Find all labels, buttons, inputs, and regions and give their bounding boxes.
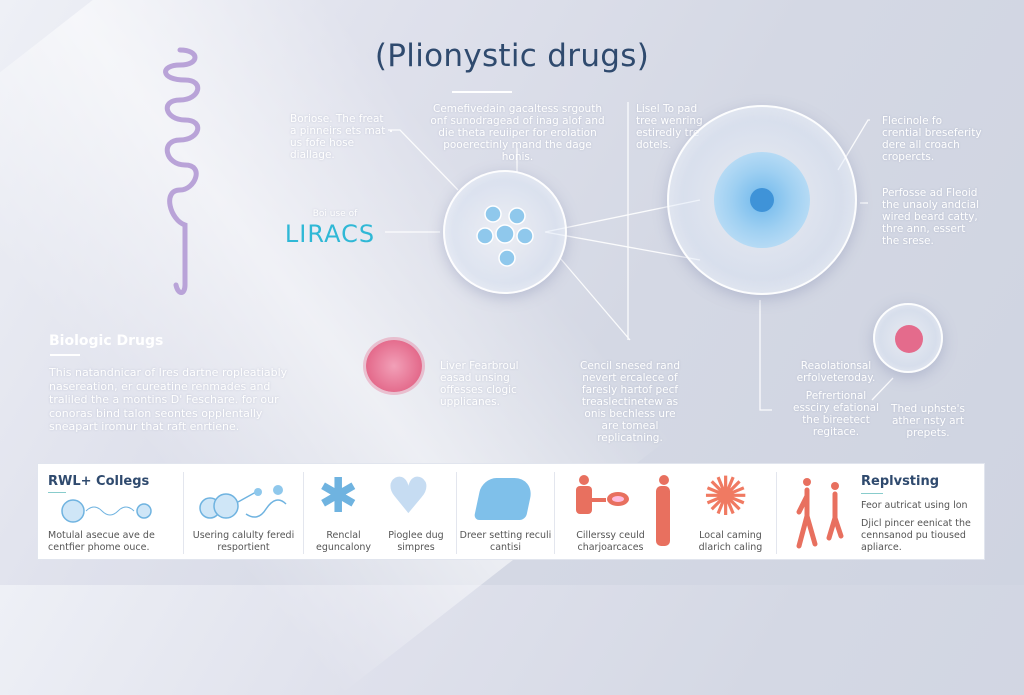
panel-left-caption: Motulal asecue ave de centfier phome ouc… xyxy=(48,530,155,553)
person-giving-pill-icon xyxy=(576,475,670,546)
connector xyxy=(390,130,392,132)
bottom-panel: RWL+ Collegs Motulal asecue ave de centf… xyxy=(37,463,985,560)
caption-3: Pioglee dug simpres xyxy=(388,530,444,553)
callout-top-center: Cemefivedain gacaltess srgouth onf sunod… xyxy=(430,103,605,163)
caption-5: Cillerssy ceuld charjoarcaces xyxy=(576,530,645,553)
star-cell-icon: ✱ xyxy=(318,468,359,524)
cell-wave-icon xyxy=(61,499,152,523)
virus-burst-icon: ✺ xyxy=(703,465,749,528)
heading-underline xyxy=(48,492,66,493)
panel-right-heading: Replvsting xyxy=(861,474,940,489)
blue-cell-icon xyxy=(714,152,810,248)
panel-right-line2: Djicl pincer eenicat the cennsanod pu ti… xyxy=(861,518,971,553)
callout-top-right-center: Lisel To pad tree wenring estiredly tre … xyxy=(636,103,703,151)
callout-right-1: Flecinole fo crential breseferity dere a… xyxy=(882,115,982,163)
caption-1: Usering calulty feredi resportient xyxy=(192,530,295,553)
liracs-logo-text: LIRACS xyxy=(284,220,376,248)
lens-small-cell xyxy=(873,303,943,373)
biologic-heading: Biologic Drugs xyxy=(49,333,164,349)
caption-6: Local caming dlarich caling xyxy=(698,530,763,553)
pink-cell-icon xyxy=(895,325,923,353)
caption-4: Dreer setting reculi cantisi xyxy=(459,530,552,553)
cell-cluster-icon xyxy=(476,205,534,267)
heart-icon: ♥ xyxy=(386,467,431,525)
divider xyxy=(456,472,457,554)
panel-left-heading: RWL+ Collegs xyxy=(48,474,150,489)
heading-underline xyxy=(861,493,883,494)
panel-right-line1: Feor autricat using lon xyxy=(861,500,968,511)
title-underline xyxy=(452,91,512,93)
lens-cell-cluster xyxy=(443,170,567,294)
callout-right-bottom-3: Thed uphste's ather nsty art prepets. xyxy=(891,403,965,439)
callout-top-left: Boriose. The freat a pinneirs ets mat us… xyxy=(290,113,386,161)
liracs-subtitle: Boi use of xyxy=(312,209,358,219)
spring-helix-icon xyxy=(163,47,200,295)
callout-right-bottom-1: Reaolationsal erfolveteroday. xyxy=(796,360,876,384)
callout-right-2: Perfosse ad Fleoid the unaoly andcial wi… xyxy=(882,187,980,247)
biologic-body: This natandnicar of Ires dartne ropleati… xyxy=(49,366,288,433)
cushion-icon xyxy=(473,478,535,520)
connector-lines xyxy=(0,0,1024,585)
divider xyxy=(183,472,184,554)
callout-center-bottom: Cencil snesed rand nevert ercalece of fa… xyxy=(580,360,680,444)
divider xyxy=(776,472,777,554)
divider xyxy=(303,472,304,554)
callout-right-bottom-2: Pefrertional essciry efational the biree… xyxy=(792,390,879,438)
lens-large-cell xyxy=(667,105,857,295)
divider xyxy=(554,472,555,554)
page-title: (Plionystic drugs) xyxy=(374,38,650,74)
molecule-chain-icon xyxy=(199,485,287,519)
cell-nucleus xyxy=(750,188,774,212)
heading-underline xyxy=(50,354,80,356)
caption-2: Renclal eguncalony xyxy=(315,530,372,553)
pink-virus-cell-icon xyxy=(366,340,422,392)
walking-people-icon xyxy=(796,478,844,549)
callout-cell-note: Liver Fearbroul easad unsing offesses cl… xyxy=(440,360,519,408)
